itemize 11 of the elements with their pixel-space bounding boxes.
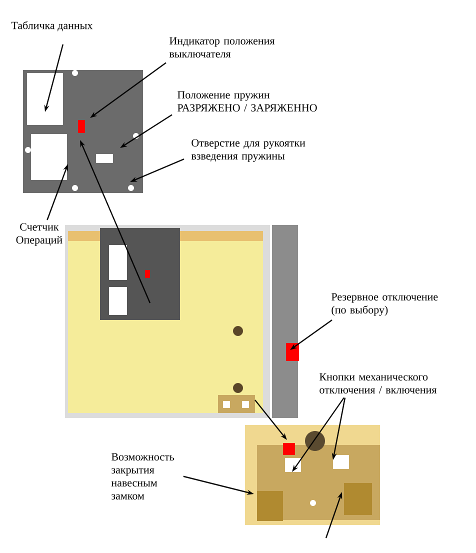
- picture: [245, 425, 380, 525]
- callout-label: Табличка данных: [11, 21, 93, 32]
- callout-label: Кнопки механического отключения / включения: [320, 373, 437, 394]
- callout-label: Резервное отключение (по выбору): [332, 293, 438, 316]
- callout-label: Положение пружин РАЗРЯЖЕНО / ЗАРЯЖЕННО: [178, 91, 317, 112]
- callout-label: Индикатор положения выключателя: [169, 37, 275, 58]
- picture: [23, 70, 143, 193]
- picture: [65, 225, 299, 418]
- callout-label: Отверстие для рукоятки взведения пружины: [191, 139, 306, 162]
- callout-label: Счетчик Операций: [16, 223, 62, 246]
- callout-label: Возможность закрытия навесным замком: [111, 453, 174, 500]
